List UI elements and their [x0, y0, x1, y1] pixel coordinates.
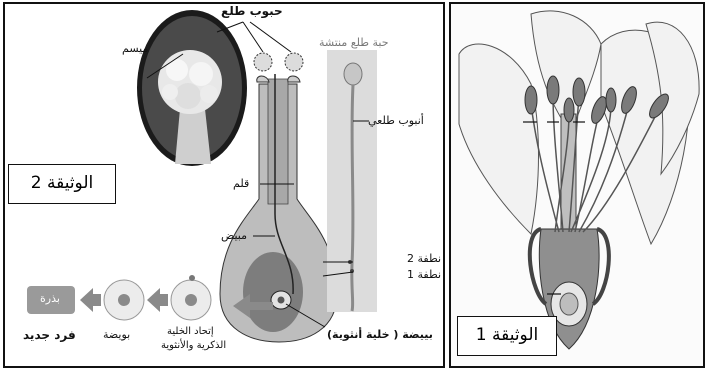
document-2-title: الوثيقة 2	[8, 164, 116, 204]
document-1-panel: الوثيقة 1	[449, 2, 705, 368]
germinated-pollen-strip	[327, 50, 377, 312]
label-egg: بويضة	[103, 328, 130, 341]
label-stigma: ميسم	[122, 42, 148, 55]
label-seed: بذرة	[40, 292, 60, 305]
label-style: قلم	[233, 177, 249, 190]
label-nucleus-1: نطفة 1	[407, 268, 441, 281]
label-fusion-line2: الذكرية والأنثوية	[161, 340, 226, 351]
document-2-panel: حبوب طلع ميسم حبة طلع منتشة أنبوب طلعي ق…	[3, 2, 445, 368]
label-pollen-grains: حبوب طلع	[221, 4, 283, 18]
stigma-photo	[137, 10, 247, 166]
label-ovule: بييضة ( خلية أنثوية)	[327, 328, 433, 341]
label-nucleus-2: نطفة 2	[407, 252, 441, 265]
label-fusion-line1: إتحاد الخلية	[167, 326, 214, 337]
petals	[459, 11, 699, 244]
label-new-individual: فرد جديد	[23, 328, 76, 342]
label-germinated-pollen: حبة طلع منتشة	[319, 36, 389, 49]
label-ovary: مبيض	[221, 229, 247, 242]
document-1-title: الوثيقة 1	[457, 316, 557, 356]
label-pollen-tube: أنبوب طلعي	[368, 114, 424, 127]
